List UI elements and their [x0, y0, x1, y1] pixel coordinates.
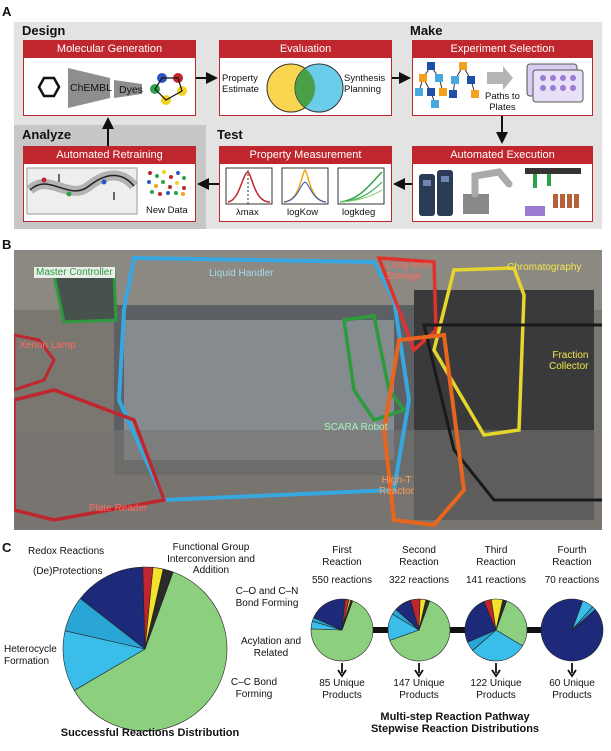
step-pie-2 [387, 598, 451, 662]
funnel-icon [68, 68, 110, 108]
master-controller-label: Master Controller [34, 267, 115, 278]
analyze-title: Analyze [22, 127, 72, 142]
make-title: Make [410, 23, 443, 38]
step-name-1: First Reaction [322, 545, 362, 568]
step-name-3: Third Reaction [476, 545, 516, 568]
experiment-selection-header: Experiment Selection [413, 41, 592, 58]
step-reactions-1: 550 reactions [311, 575, 373, 586]
step-products-4: 60 Unique Products [549, 678, 595, 701]
step-products-3: 122 Unique Products [470, 678, 522, 701]
step-pie-3 [464, 598, 528, 662]
pie-label-heterocycle: Heterocycle Formation [4, 644, 57, 667]
fraction-collector-label: Fraction Collector [549, 350, 589, 372]
property-measurement-header: Property Measurement [220, 147, 391, 164]
logkow-label: logKow [287, 207, 319, 218]
plate-reader-label: Plate Reader [89, 503, 148, 514]
successful-reactions-pie [62, 566, 228, 732]
step2-slice-0 [389, 600, 451, 662]
step-reactions-3: 141 reactions [465, 575, 527, 586]
step1-slice-3 [313, 598, 346, 631]
chromatography-label: Chromatography [507, 262, 582, 273]
experiment-selection-card: Experiment Selection Paths to Plates [412, 40, 593, 116]
chembl-label: ChEMBL [70, 82, 113, 94]
step3-slice-3 [464, 601, 497, 643]
step-products-1: 85 Unique Products [319, 678, 365, 701]
step1-slice-6 [341, 599, 354, 631]
automated-execution-header: Automated Execution [413, 147, 592, 164]
step-reactions-4: 70 reactions [544, 575, 600, 586]
flow-arrows [102, 72, 508, 190]
pie-label-cc: C–C Bond Forming [230, 677, 278, 700]
molecular-generation-card: Molecular Generation ChEMBL Dyes [23, 40, 196, 116]
step-products-2: 147 Unique Products [393, 678, 445, 701]
panel-c-label: C [2, 540, 12, 555]
dyes-label: Dyes [119, 84, 143, 96]
main-pie-slice-3 [80, 566, 146, 650]
step4-slice-3 [540, 598, 604, 662]
paths-to-plates-label: Paths to Plates [485, 91, 520, 113]
automated-retraining-header: Automated Retraining [24, 147, 195, 164]
design-title: Design [22, 23, 66, 38]
funnel-small-icon [114, 80, 142, 98]
pie-label-acylation: Acylation and Related [240, 636, 302, 659]
long-term-storage-label: Long-term Storage [386, 260, 432, 282]
pie-label-redox: Redox Reactions [28, 546, 105, 557]
step3-slice-0 [495, 600, 528, 647]
step-arrow-2 [414, 663, 424, 678]
step-arrow-4 [567, 663, 577, 678]
lab-photo: Master Controller Liquid Handler Long-te… [14, 250, 602, 530]
xenon-lamp-label: Xenon Lamp [19, 340, 76, 351]
step1-slice-0 [310, 600, 374, 662]
synthesis-planning-label: Synthesis Planning [344, 73, 386, 95]
step-reactions-2: 322 reactions [388, 575, 450, 586]
hexagon-icon [37, 76, 61, 98]
step3-slice-1 [472, 629, 524, 662]
scara-robot-label: SCARA Robot [324, 422, 388, 433]
successful-reactions-title: Successful Reactions Distribution [60, 727, 240, 739]
molecular-generation-graphic [37, 68, 187, 108]
pie-label-functional-group: Functional Group Interconversion and Add… [167, 542, 255, 576]
pie-label-co-cn: C–O and C–N Bond Forming [235, 586, 299, 609]
step3-slice-6 [495, 599, 508, 631]
retraining-graphic [26, 167, 190, 215]
new-data-label: New Data [146, 205, 188, 216]
stepwise-title: Multi-step Reaction Pathway Stepwise Rea… [370, 711, 540, 735]
molecular-generation-header: Molecular Generation [24, 41, 195, 58]
logkdeg-label: logkdeg [342, 207, 376, 218]
stepwise-distributions: First Reaction 550 reactions 85 Unique Pro… [300, 545, 611, 705]
automated-execution-card: Automated Execution [412, 146, 593, 222]
step2-slice-6 [418, 599, 431, 631]
test-title: Test [217, 127, 243, 142]
liquid-handler-label: Liquid Handler [209, 268, 274, 279]
evaluation-header: Evaluation [220, 41, 391, 58]
execution-graphic [419, 168, 581, 216]
main-pie-slice-0 [73, 571, 228, 732]
lab-photo-outlines [14, 250, 602, 530]
high-t-reactor-label: High-T Reactor [379, 475, 415, 497]
panel-a-label: A [2, 4, 12, 19]
evaluation-card: Evaluation Property Estimate Synthesis P… [219, 40, 392, 116]
step-pie-1 [310, 598, 374, 662]
main-pie-slice-1 [62, 630, 146, 691]
main-pie-slice-6 [144, 568, 174, 650]
spectra-graphic [225, 167, 385, 205]
pie-label-deprotections: (De)Protections [33, 566, 103, 577]
step-pie-4 [540, 598, 604, 662]
step-arrow-3 [491, 663, 501, 678]
lambda-max-label: λmax [236, 207, 259, 218]
experiment-selection-graphic [415, 62, 584, 108]
venn-diagram [266, 63, 344, 113]
automated-retraining-card: Automated Retraining New Data [23, 146, 196, 222]
property-measurement-card: Property Measurement λmax logKow logkdeg [219, 146, 392, 222]
panel-b-label: B [2, 237, 12, 252]
arrow-icon [487, 66, 513, 90]
step-name-2: Second Reaction [399, 545, 439, 568]
property-estimate-label: Property Estimate [222, 73, 259, 95]
step-arrow-1 [337, 663, 347, 678]
step-name-4: Fourth Reaction [552, 545, 592, 568]
